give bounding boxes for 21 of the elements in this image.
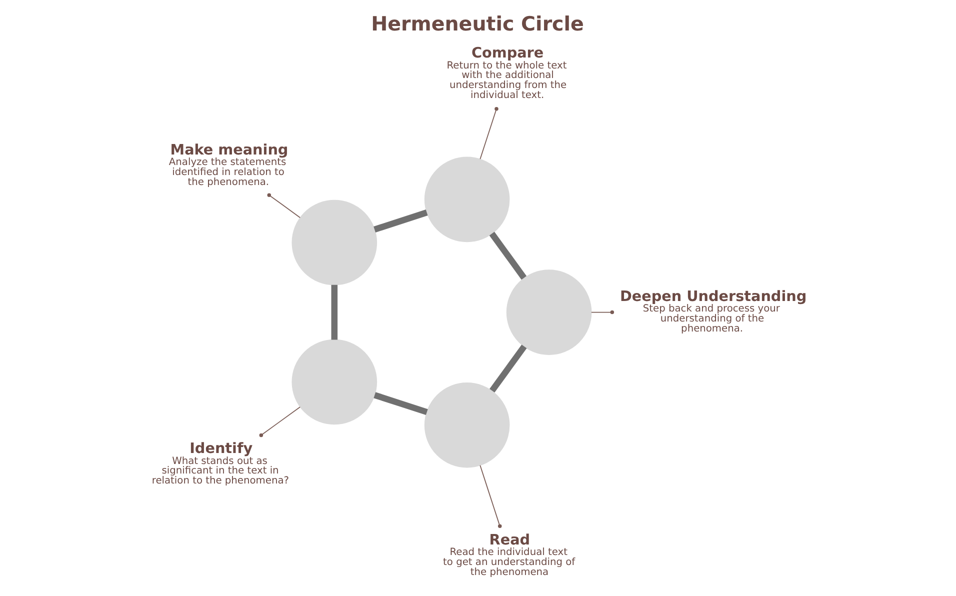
connector (490, 344, 527, 393)
connector (374, 392, 428, 416)
node-text: Read Read the individual text to get an understanding of the phenomena (443, 532, 576, 578)
connector (480, 106, 498, 160)
connector (267, 193, 301, 218)
node-circle (424, 382, 510, 468)
node-circle (292, 200, 378, 286)
node-text: Identify What stands out as significant in the text in relation to the phenomena? (152, 440, 289, 487)
node-text: Deepen Understanding Step back and process your understanding of the phenomena. (620, 288, 807, 334)
connector (591, 310, 614, 314)
connector (331, 284, 338, 340)
node-circle (292, 339, 378, 425)
connector (259, 406, 301, 438)
connector (489, 232, 527, 280)
node-text: Compare Return to the whole text with the additional understanding from the individual text. (446, 46, 567, 101)
node-text: Make meaning Analyze the statements identified in relation to the phenomena. (168, 142, 288, 188)
diagram-title: Hermeneutic Circle (371, 12, 584, 36)
node-circle (424, 156, 510, 242)
node-circle (506, 270, 592, 355)
connector (374, 210, 428, 232)
connector (480, 464, 502, 528)
